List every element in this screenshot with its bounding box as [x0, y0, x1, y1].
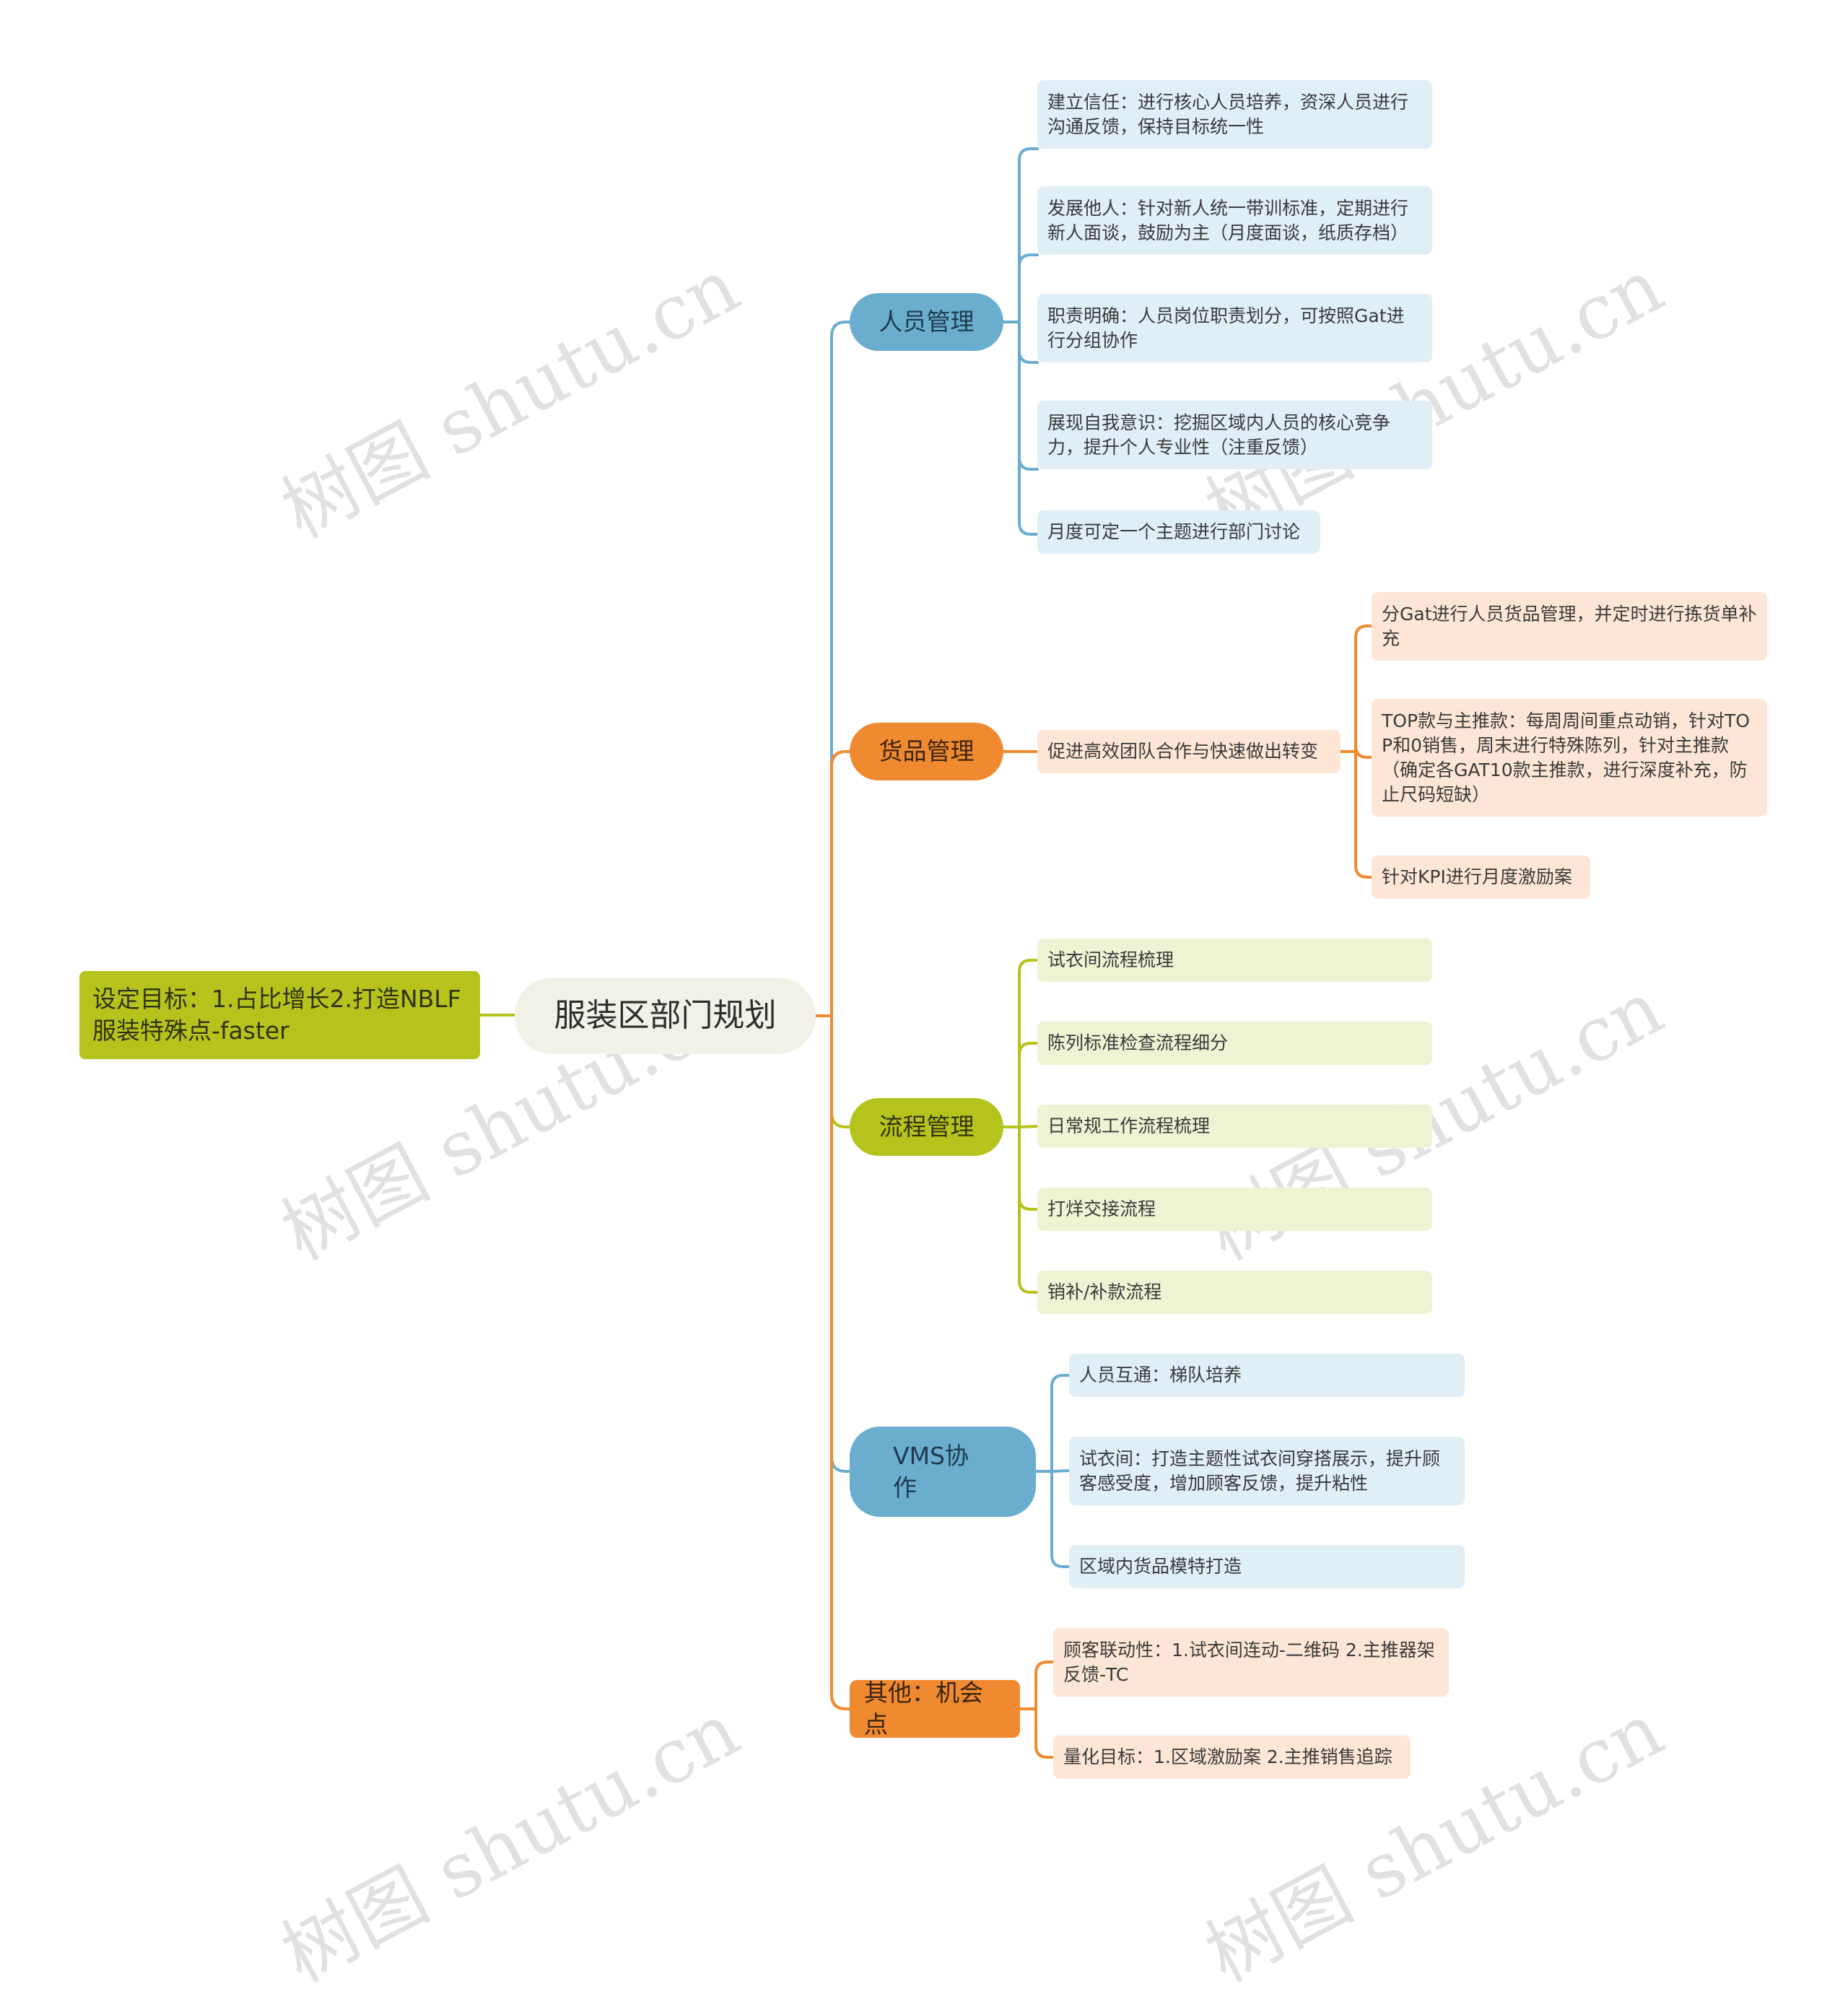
leaf-connector — [1034, 1707, 1055, 1759]
leaf-connector — [1050, 1374, 1071, 1473]
leaf-node[interactable]: 职责明确：人员岗位职责划分，可按照Gat进行分组协作 — [1037, 294, 1432, 362]
leaf-node[interactable]: 打烊交接流程 — [1037, 1188, 1432, 1231]
leaf-node[interactable]: 试衣间：打造主题性试衣间穿搭展示，提升顾客感受度，增加顾客反馈，提升粘性 — [1069, 1437, 1465, 1505]
leaf-connector — [1354, 624, 1373, 753]
leaf-node[interactable]: 陈列标准检查流程细分 — [1037, 1022, 1432, 1065]
leaf-node[interactable]: 试衣间流程梳理 — [1037, 939, 1432, 982]
leaf-connector — [1034, 1661, 1055, 1710]
branch-staff-management[interactable]: 人员管理 — [850, 293, 1003, 351]
leaf-node[interactable]: 发展他人：针对新人统一带训标准，定期进行新人面谈，鼓励为主（月度面谈，纸质存档） — [1037, 186, 1432, 255]
leaf-node[interactable]: 量化目标：1.区域激励案 2.主推销售追踪 — [1053, 1736, 1411, 1779]
branch-label: VMS协作 — [893, 1441, 969, 1502]
branch-vms-collaboration[interactable]: VMS协作 — [850, 1427, 1036, 1517]
leaf-connector — [1018, 959, 1039, 1128]
branch-other-opportunities[interactable]: 其他：机会点 — [850, 1679, 1020, 1738]
connector-lines — [479, 147, 1373, 1759]
leaf-node[interactable]: 展现自我意识：挖掘区域内人员的核心竞争力，提升个人专业性（注重反馈） — [1037, 401, 1432, 469]
sub-node[interactable]: 促进高效团队合作与快速做出转变 — [1037, 730, 1341, 773]
leaf-connector — [1050, 1470, 1071, 1568]
leaf-connector — [1018, 1125, 1039, 1128]
leaf-node[interactable]: 顾客联动性：1.试衣间连动-二维码 2.主推器架反馈-TC — [1053, 1628, 1449, 1697]
branch-connector — [830, 750, 851, 1017]
leaf-node[interactable]: 销补/补款流程 — [1037, 1271, 1432, 1314]
leaf-node[interactable]: 建立信任：进行核心人员培养，资深人员进行沟通反馈，保持目标统一性 — [1037, 80, 1432, 149]
branch-connector — [830, 1014, 851, 1473]
leaf-connector — [1018, 1126, 1039, 1294]
leaf-connector — [1354, 745, 1373, 759]
leaf-connector — [1018, 253, 1039, 323]
branch-connector — [830, 1014, 851, 1128]
mind-map: 树图 shutu.cn 树图 shutu.cn 树图 shutu.cn 树图 s… — [79, 80, 1767, 1999]
leaf-node[interactable]: 分Gat进行人员货品管理，并定时进行拣货单补充 — [1372, 592, 1767, 661]
leaf-connector — [1354, 750, 1373, 879]
leaf-node[interactable]: 针对KPI进行月度激励案 — [1372, 856, 1590, 899]
leaf-node[interactable]: 月度可定一个主题进行部门讨论 — [1037, 510, 1320, 554]
leaf-connector — [1018, 321, 1039, 471]
leaf-node[interactable]: 人员互通：梯队培养 — [1069, 1354, 1465, 1397]
leaf-node[interactable]: 区域内货品模特打造 — [1069, 1545, 1465, 1588]
leaf-connector — [1018, 147, 1039, 323]
goal-node[interactable]: 设定目标：1.占比增长2.打造NBLF服装特殊点-faster — [79, 971, 480, 1059]
leaf-connector — [1018, 1042, 1039, 1128]
branch-connector — [830, 1014, 851, 1710]
leaf-node[interactable]: 日常规工作流程梳理 — [1037, 1105, 1432, 1148]
root-node[interactable]: 服装区部门规划 — [515, 978, 816, 1054]
branch-goods-management[interactable]: 货品管理 — [850, 723, 1003, 780]
leaf-connector — [1018, 321, 1039, 364]
leaf-connector — [1018, 321, 1039, 536]
branch-process-management[interactable]: 流程管理 — [850, 1098, 1003, 1156]
leaf-node[interactable]: TOP款与主推款：每周周间重点动销，针对TOP和0销售，周末进行特殊陈列，针对主… — [1372, 699, 1767, 817]
branch-connector — [830, 321, 851, 1017]
leaf-connector — [1018, 1126, 1039, 1211]
